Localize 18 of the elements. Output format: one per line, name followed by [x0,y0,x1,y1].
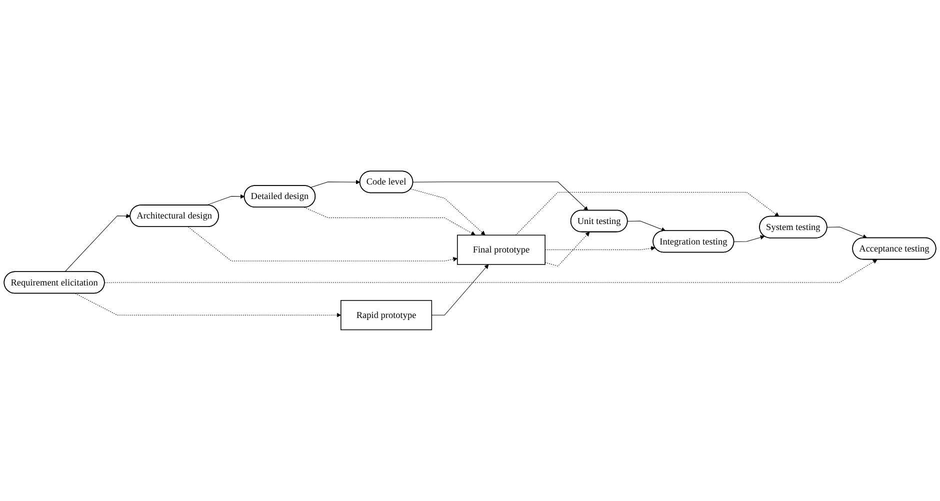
arrow [206,194,245,206]
arrow [104,259,878,284]
arrow [734,235,765,242]
arrow [64,214,131,272]
arrow [544,246,656,251]
node-box: Rapid prototype [340,300,432,330]
arrow [75,293,342,318]
arrow [410,188,486,236]
arrow [188,226,458,262]
arrow [431,264,489,316]
arrow [304,207,476,236]
arrow [544,232,590,266]
arrow [627,220,666,232]
arrow [310,180,360,188]
node-box: Final prototype [457,234,546,265]
arrow [412,182,588,211]
arrow [826,226,868,239]
arrow [515,192,780,236]
